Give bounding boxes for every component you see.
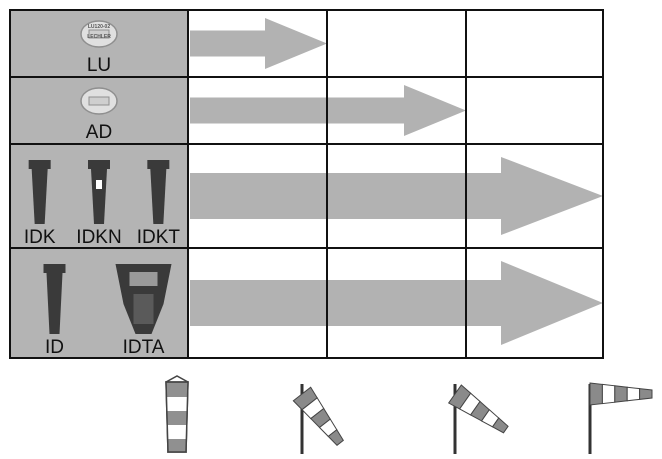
- arrow-lu: [190, 18, 327, 69]
- nozzle-label-idta: IDTA: [123, 337, 165, 358]
- windsock-fabric: [292, 386, 344, 446]
- windsock-stripe: [167, 397, 187, 411]
- nozzle-label-idk: IDK: [24, 227, 56, 248]
- nozzle-label-lu: LU: [87, 55, 111, 76]
- nozzle-orifice: [88, 29, 110, 39]
- arrow-id: [190, 261, 603, 345]
- windsock-hook: [165, 375, 189, 383]
- windsock-moderate-wind-icon: [447, 384, 509, 454]
- arrow-idk: [190, 157, 603, 235]
- idkn-injector-nozzle-icon: [88, 160, 110, 224]
- windsock-outline: [165, 381, 189, 453]
- nozzle-body: [91, 169, 107, 224]
- windsock-hanging-icon: [165, 375, 189, 453]
- idkt-twin-injector-nozzle-icon: [147, 160, 170, 224]
- windsock-fabric: [447, 384, 509, 434]
- windsock-stripe: [327, 429, 344, 446]
- windsock-fabric: [589, 382, 653, 406]
- windsock-strong-wind-icon: [588, 382, 653, 454]
- windsock-stripe: [167, 383, 187, 397]
- ad-anti-drift-nozzle-icon: [80, 87, 118, 115]
- idta-twin-injector-nozzle-icon: [115, 264, 172, 334]
- id-injector-nozzle-icon: [43, 264, 66, 334]
- nozzle-logo-text: LU120-02: [88, 24, 110, 30]
- nozzle-window: [129, 272, 158, 286]
- nozzle-grip: [133, 294, 154, 324]
- nozzle-label-id: ID: [45, 337, 64, 358]
- nozzle-collar: [88, 160, 110, 169]
- windsock-stripe: [167, 439, 187, 453]
- nozzle-body: [150, 169, 167, 224]
- nozzle-collar: [43, 264, 66, 273]
- nozzle-orifice: [88, 96, 110, 106]
- nozzle-body: [31, 169, 48, 224]
- windsock-stripe: [589, 382, 603, 406]
- nozzle-collar: [147, 160, 170, 169]
- nozzle-label-ad: AD: [86, 122, 112, 143]
- nozzle-collar: [28, 160, 51, 169]
- windsock-stripe: [167, 411, 187, 425]
- grid-border: [9, 9, 604, 359]
- windsock-stripe: [614, 385, 628, 403]
- idk-injector-nozzle-icon: [28, 160, 51, 224]
- windsock-stripe: [639, 388, 653, 400]
- nozzle-label-idkn: IDKN: [76, 227, 121, 248]
- nozzle-body: [46, 273, 63, 334]
- windsock-light-wind-icon: [292, 384, 344, 454]
- windsock-stripe: [167, 425, 187, 439]
- nozzle-logo-text: LECHLER: [87, 34, 111, 40]
- nozzle-label-idkt: IDKT: [137, 227, 181, 248]
- windsock-stripe: [601, 383, 616, 405]
- windsock-stripe: [491, 417, 509, 434]
- windsock-stripe: [626, 386, 641, 402]
- nozzle-window: [96, 180, 102, 189]
